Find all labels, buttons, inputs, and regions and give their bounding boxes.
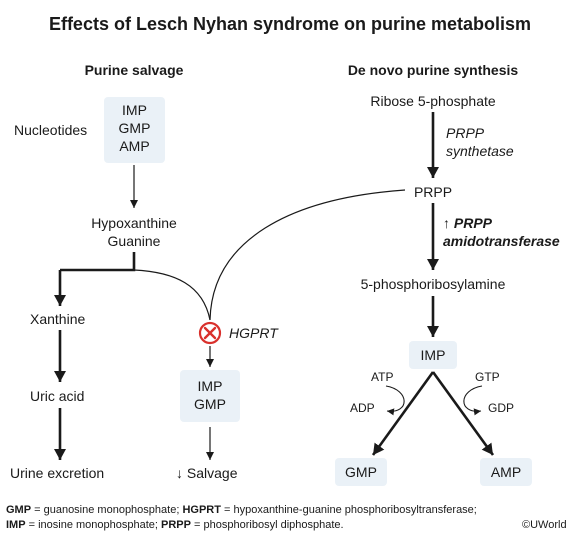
label-5-phosphoribosylamine: 5-phosphoribosylamine bbox=[360, 276, 506, 292]
label-guanine: Guanine bbox=[107, 233, 161, 249]
salvage-gmp: GMP bbox=[194, 396, 226, 412]
arrow-imp-to-amp bbox=[431, 371, 495, 456]
label-prpp: PRPP bbox=[413, 184, 453, 200]
arrow-imp-to-gmp bbox=[371, 371, 435, 456]
nucleotide-gmp: GMP bbox=[118, 120, 151, 136]
label-nucleotides: Nucleotides bbox=[14, 122, 88, 138]
label-uric-acid: Uric acid bbox=[30, 388, 85, 404]
diagram-title: Effects of Lesch Nyhan syndrome on purin… bbox=[48, 14, 532, 34]
nucleotide-imp: IMP bbox=[122, 102, 147, 118]
abbr-hgprt: HGPRT bbox=[182, 504, 221, 516]
label-ribose-5-phosphate: Ribose 5-phosphate bbox=[370, 93, 496, 109]
abbr-gmp: GMP bbox=[6, 504, 32, 516]
enzyme-prpp-amidotransferase: ↑ PRPP amidotransferase bbox=[443, 214, 560, 250]
def-gmp: = guanosine monophosphate; bbox=[31, 504, 183, 516]
def-imp: = inosine monophosphate; bbox=[25, 519, 162, 531]
label-decreased-salvage: ↓ Salvage bbox=[176, 465, 238, 481]
label-urine-excretion: Urine excretion bbox=[10, 465, 105, 481]
curve-prpp-to-hgprt bbox=[209, 189, 406, 321]
label-atp: ATP bbox=[371, 370, 394, 384]
enzyme-prpp-synthetase: PRPP synthetase bbox=[446, 124, 514, 160]
branch-hypoxanthine bbox=[60, 252, 136, 272]
label-xanthine: Xanthine bbox=[30, 311, 86, 327]
footer-abbreviations: GMP = guanosine monophosphate; HGPRT = h… bbox=[6, 503, 477, 533]
def-hgprt: = hypoxanthine-guanine phosphoribosyltra… bbox=[220, 504, 477, 516]
footer-line-2: IMP = inosine monophosphate; PRPP = phos… bbox=[6, 518, 477, 533]
label-hypoxanthine: Hypoxanthine bbox=[91, 215, 177, 231]
block-icon bbox=[198, 321, 222, 345]
label-hgprt: HGPRT bbox=[229, 325, 278, 341]
copyright: ©UWorld bbox=[522, 519, 567, 531]
curve-gtp-to-gdp bbox=[463, 385, 483, 416]
nucleotide-amp: AMP bbox=[119, 138, 150, 154]
def-prpp: = phosphoribosyl diphosphate. bbox=[191, 519, 344, 531]
label-adp: ADP bbox=[350, 401, 375, 415]
label-gtp: GTP bbox=[475, 370, 500, 384]
abbr-prpp: PRPP bbox=[161, 519, 191, 531]
amidotransferase-line1: ↑ PRPP bbox=[443, 215, 493, 231]
prpp-synthetase-line2: synthetase bbox=[446, 143, 514, 159]
amidotransferase-line2: amidotransferase bbox=[443, 233, 560, 249]
salvage-imp: IMP bbox=[197, 378, 223, 394]
label-gdp: GDP bbox=[488, 401, 515, 415]
imp-box: IMP bbox=[409, 341, 457, 369]
gmp-box: GMP bbox=[335, 458, 387, 486]
abbr-imp: IMP bbox=[6, 519, 26, 531]
footer-line-1: GMP = guanosine monophosphate; HGPRT = h… bbox=[6, 503, 477, 518]
salvage-box: IMP GMP bbox=[180, 370, 240, 422]
curve-atp-to-adp bbox=[385, 385, 405, 416]
heading-purine-salvage: Purine salvage bbox=[84, 62, 184, 78]
prpp-synthetase-line1: PRPP bbox=[446, 125, 485, 141]
heading-de-novo-synthesis: De novo purine synthesis bbox=[347, 62, 519, 78]
curve-to-hgprt-left bbox=[133, 269, 211, 321]
amp-box: AMP bbox=[480, 458, 532, 486]
nucleotide-box: IMP GMP AMP bbox=[104, 97, 165, 163]
hypoxanthine-guanine: Hypoxanthine Guanine bbox=[74, 214, 194, 250]
